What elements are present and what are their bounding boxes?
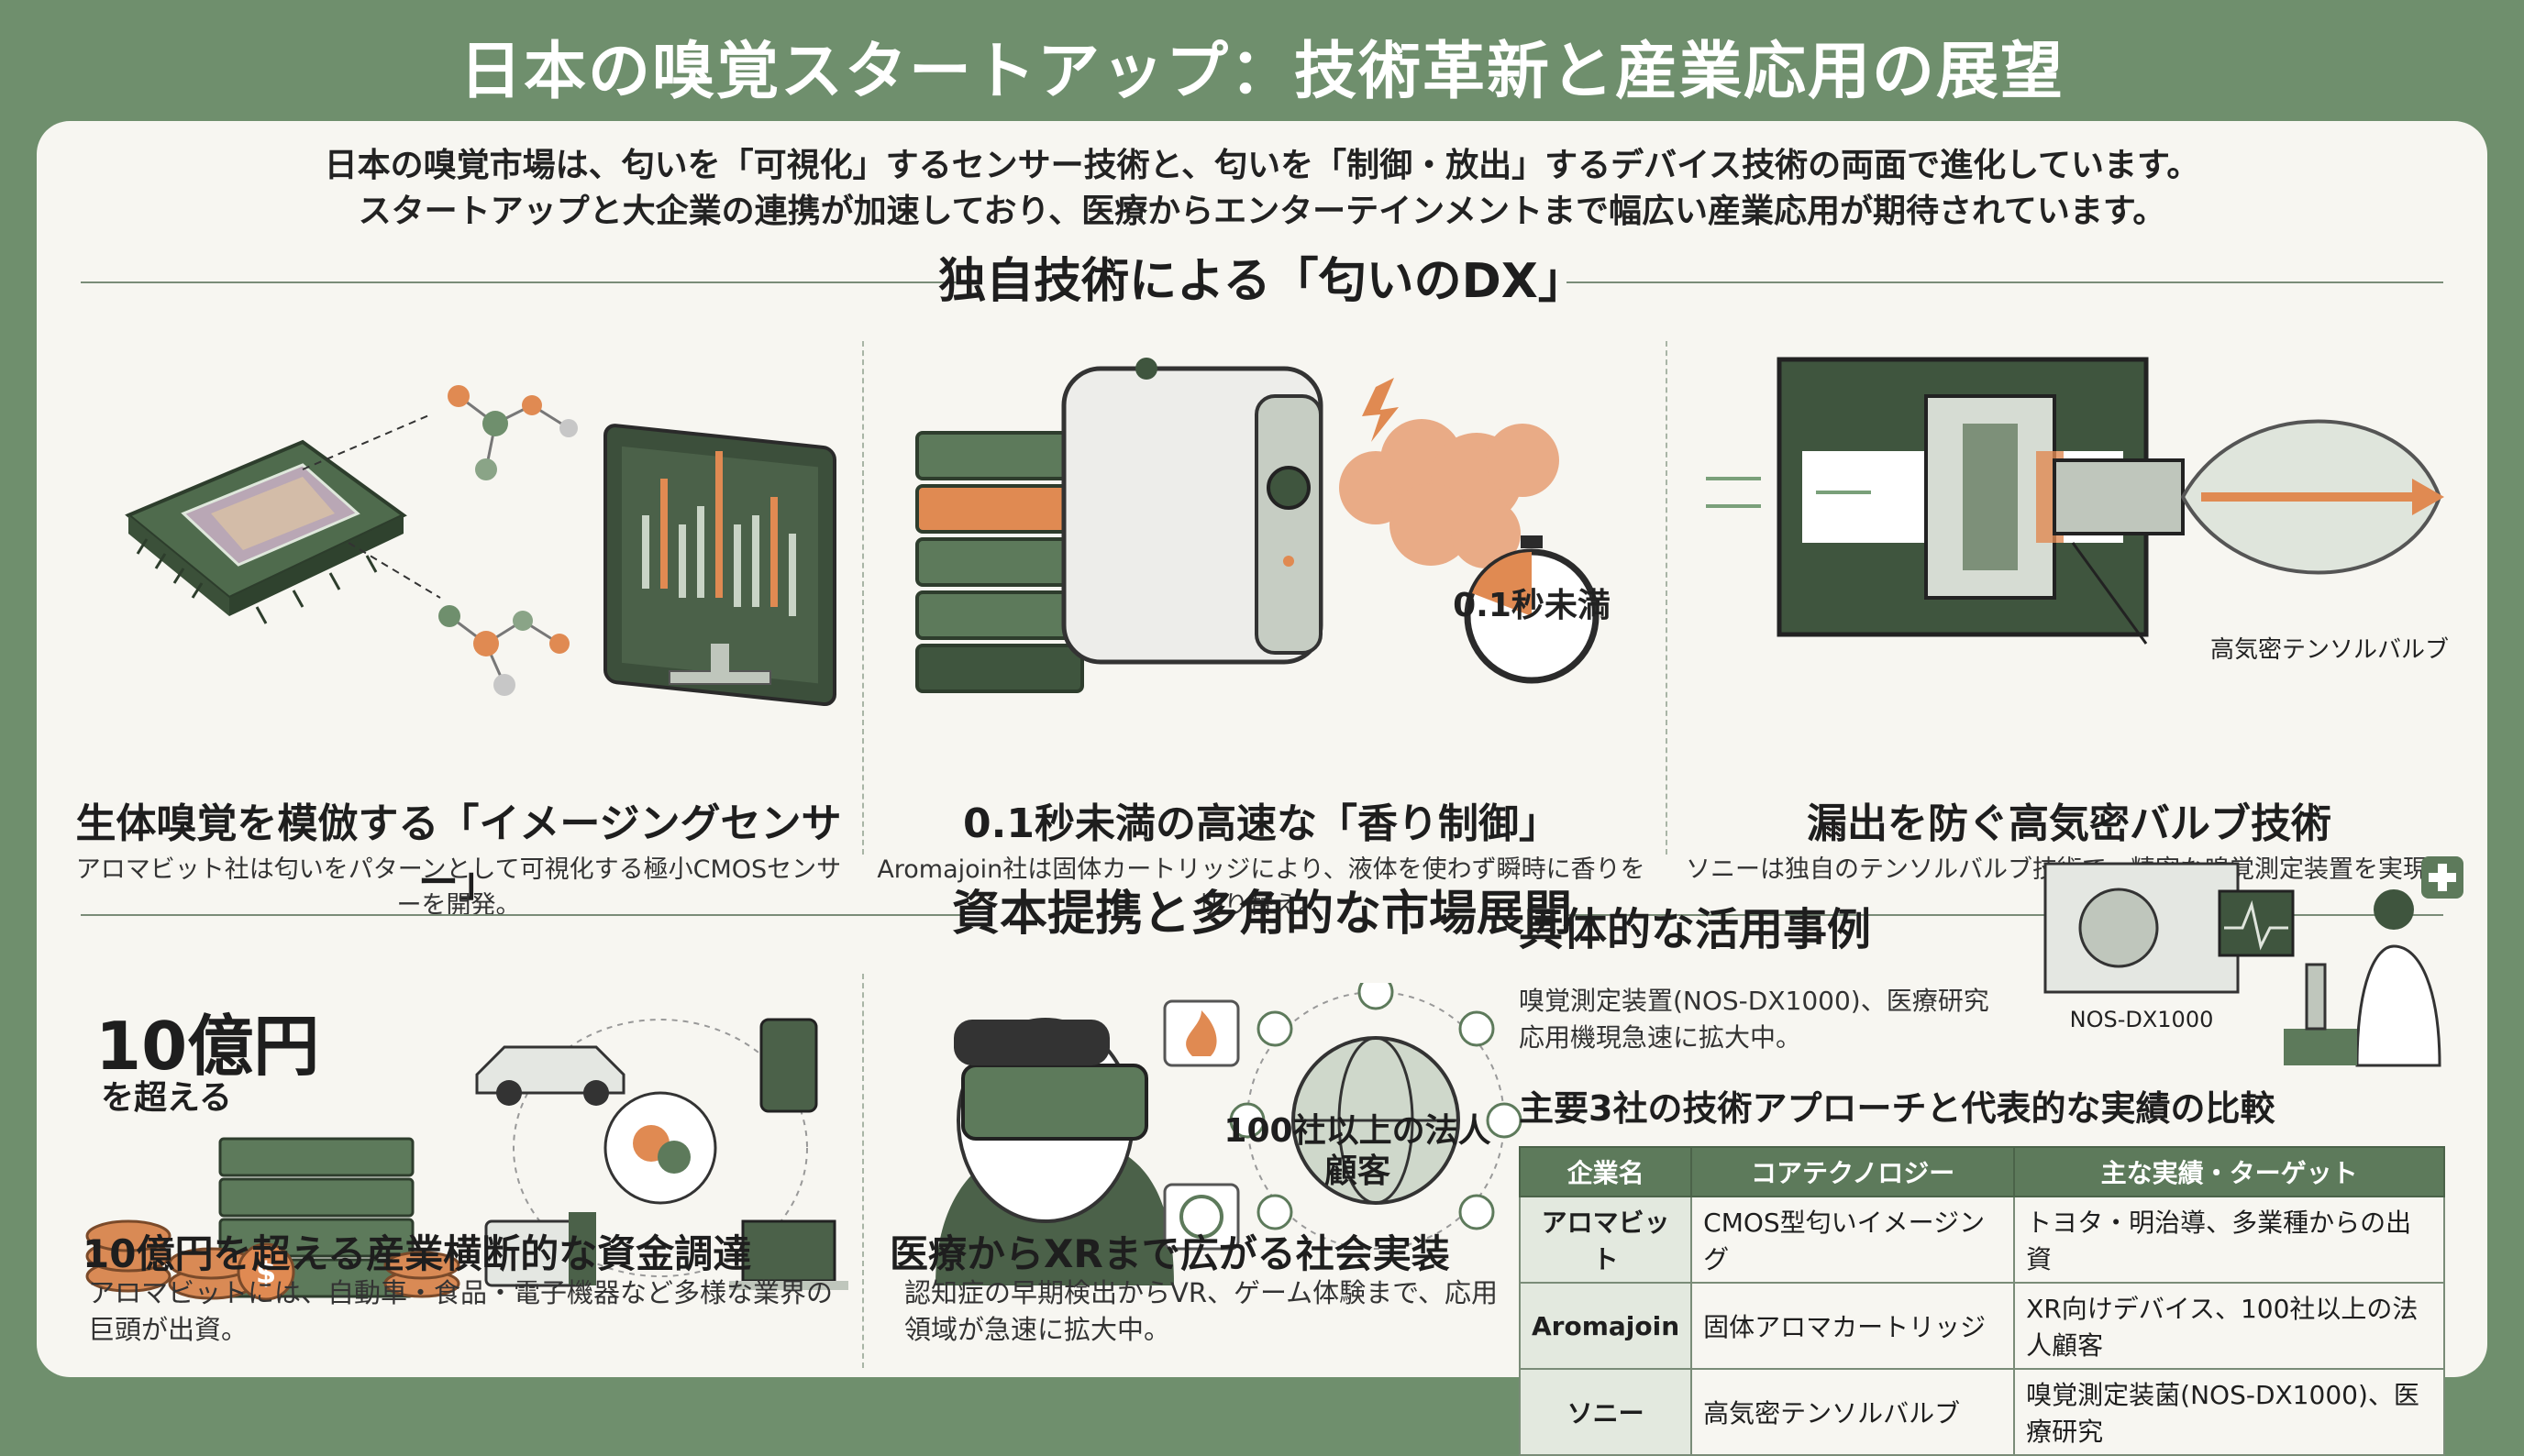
table-cell: トヨタ・明治導、多業種からの出資 — [2013, 1196, 2445, 1284]
table-cell: 嗅覚測定装菌(NOS-DX1000)、医療研究 — [2013, 1368, 2445, 1456]
section1-heading: 独自技術による「匂いのDX」 — [81, 249, 2443, 314]
brain-scan-icon — [2043, 862, 2240, 994]
table-cell: ソニー — [1518, 1368, 1693, 1456]
funding-title: 10億円を超える産業横断的な資金調達 — [83, 1231, 752, 1276]
scientist-microscope-icon — [2284, 889, 2441, 1067]
timer-label: 0.1秒未満 — [1453, 587, 1611, 624]
intro-line-2: スタートアップと大企業の連携が加速しており、医療からエンターテインメントまで幅広… — [358, 193, 2166, 230]
table-header-cell: 主な実績・ターゲット — [2013, 1146, 2445, 1197]
device-label: NOS-DX1000 — [2070, 1007, 2214, 1032]
table-cell: アロマビット — [1518, 1196, 1693, 1284]
monitor-chart-icon — [603, 424, 836, 707]
cmos-chip-icon — [125, 439, 407, 624]
electronics-icon — [484, 1212, 596, 1287]
valve-callout: 高気密テンソルバルブ — [2210, 636, 2449, 664]
table-cell: 固体アロマカートリッジ — [1690, 1282, 2016, 1370]
table-row: Aromajoin 固体アロマカートリッジ XR向けデバイス、100社以上の法人… — [1518, 1282, 2445, 1370]
molecule-icon — [438, 385, 578, 696]
funding-amount: 10億円 — [95, 1008, 320, 1085]
intro-line-1: 日本の嗅覚市場は、匂いを「可視化」するセンサー技術と、匂いを「制御・放出」するデ… — [324, 147, 2200, 184]
table-header-row: 企業名 コアテクノロジー 主な実績・ターゲット — [1518, 1146, 2445, 1197]
table-cell: CMOS型匂いイメージング — [1690, 1196, 2016, 1284]
main-panel: 日本の嗅覚市場は、匂いを「可視化」するセンサー技術と、匂いを「制御・放出」するデ… — [37, 121, 2487, 1456]
svg-text:$: $ — [256, 1255, 276, 1290]
table-header-cell: 企業名 — [1518, 1146, 1693, 1197]
car-icon — [475, 1045, 625, 1106]
table-row: アロマビット CMOS型匂いイメージング トヨタ・明治導、多業種からの出資 — [1518, 1196, 2445, 1284]
table-row: ソニー 高気密テンソルバルブ 嗅覚測定装菌(NOS-DX1000)、医療研究 — [1518, 1368, 2445, 1456]
industry-icons — [475, 1018, 848, 1290]
section1-heading-text: 独自技術による「匂いのDX」 — [938, 254, 1586, 309]
valve-icon — [1706, 357, 2185, 637]
scent-device-icon — [1061, 358, 1323, 665]
sensor-illustration — [125, 385, 836, 707]
vr-headset-icon — [935, 1018, 1174, 1285]
table-heading: 主要3社の技術アプローチと代表的な実績の比較 — [1519, 1088, 2275, 1129]
xr-illustration — [935, 983, 1522, 1285]
laptop-icon — [729, 1219, 848, 1290]
divider — [1666, 341, 1667, 855]
funding-desc: アロマビットには、自動車・食品・電子機器など多様な業界の巨頭が出資。 — [88, 1277, 834, 1345]
table-cell: Aromajoin — [1518, 1282, 1693, 1370]
case-illustration: NOS-DX1000 — [2043, 856, 2463, 1067]
smartphone-icon — [759, 1018, 818, 1113]
divider — [862, 974, 864, 1368]
monitor-ecg-icon — [2218, 889, 2295, 957]
section2-heading-main: 資本提携と多角的な市場展開 — [81, 882, 2443, 946]
brain-icon — [1163, 1183, 1240, 1251]
xr-desc: 認知症の早期検出からVR、ゲーム体験まで、応用領域が急速に拡大中。 — [904, 1277, 1498, 1345]
cases-heading: 具体的な活用事例 — [1519, 904, 1872, 955]
section2-heading-text: 資本提携と多角的な市場展開 — [951, 887, 1572, 942]
page-title: 日本の嗅覚スタートアップ：技術革新と産業応用の展望 — [459, 36, 2065, 108]
valve-illustration: 高気密テンソルバルブ — [1706, 357, 2449, 664]
card2-desc: Aromajoin社は固体カートリッジにより、液体を使わず瞬時に香りを切り替え。 — [877, 855, 1645, 920]
comparison-table: 企業名 コアテクノロジー 主な実績・ターゲット アロマビット CMOS型匂いイメ… — [1518, 1146, 2445, 1456]
funding-amount-sub: を超える — [101, 1079, 232, 1117]
cartridge-stack-icon — [915, 431, 1084, 693]
globe-icon — [1229, 983, 1522, 1250]
xr-title: 医療からXRまで広がる社会実装 — [890, 1231, 1450, 1276]
medical-cross-icon — [2421, 856, 2463, 899]
divider — [862, 341, 864, 855]
stopwatch-icon — [1464, 535, 1600, 684]
card3-title: 漏出を防ぐ高気密バルブ技術 — [1807, 800, 2331, 847]
flame-icon — [1163, 999, 1240, 1067]
food-plate-icon — [603, 1091, 717, 1205]
cases-desc: 嗅覚測定装置(NOS-DX1000)、医療研究応用機現急速に拡大中。 — [1519, 986, 1989, 1053]
card2-title: 0.1秒未満の高速な「香り制御」 — [963, 800, 1559, 847]
xr-badge: 100社以上の法人顧客 — [1223, 1112, 1491, 1190]
table-cell: XR向けデバイス、100社以上の法人顧客 — [2013, 1282, 2445, 1370]
table-cell: 高気密テンソルバルブ — [1690, 1368, 2016, 1456]
table-header-cell: コアテクノロジー — [1690, 1146, 2016, 1197]
intro-text: 日本の嗅覚市場は、匂いを「可視化」するセンサー技術と、匂いを「制御・放出」するデ… — [37, 143, 2487, 235]
card1-desc: アロマビット社は匂いをパターンとして可視化する極小CMOSセンサーを開発。 — [75, 855, 842, 920]
money-icon: $ — [85, 1137, 460, 1301]
scent-control-illustration: 0.1秒未満 — [915, 358, 1611, 693]
card1-title: 生体嗅覚を模倣する「イメージングセンサー」 — [75, 800, 842, 906]
